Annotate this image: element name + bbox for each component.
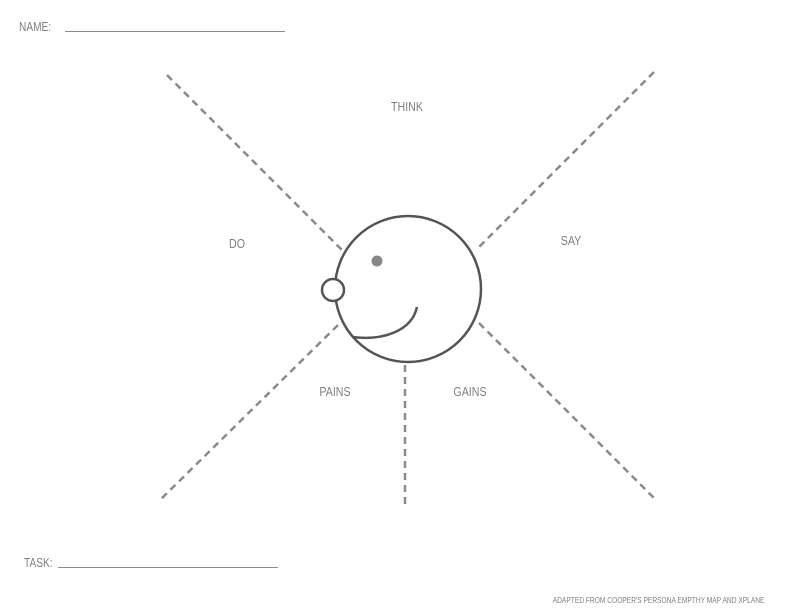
task-field[interactable] [58,567,278,568]
quadrant-label-think: THINK [391,99,423,114]
name-label: NAME: [19,19,52,34]
divider-lower-left [158,324,339,502]
ear-icon [320,277,346,303]
smile-mouth [351,306,419,340]
task-label: TASK: [24,555,53,570]
name-field[interactable] [65,31,285,32]
eye-icon [371,255,383,267]
quadrant-label-gains: GAINS [453,384,487,399]
quadrant-label-pains: PAINS [319,384,351,399]
divider-upper-left [166,74,343,251]
quadrant-label-say: SAY [560,233,582,248]
divider-upper-right [475,71,655,251]
credit-text: ADAPTED FROM COOPER'S PERSONA EMPTHY MAP… [552,595,764,605]
divider-lower-right [478,322,658,502]
quadrant-label-do: DO [229,236,245,251]
head-profile-icon [320,214,483,364]
head-outline [333,214,483,364]
